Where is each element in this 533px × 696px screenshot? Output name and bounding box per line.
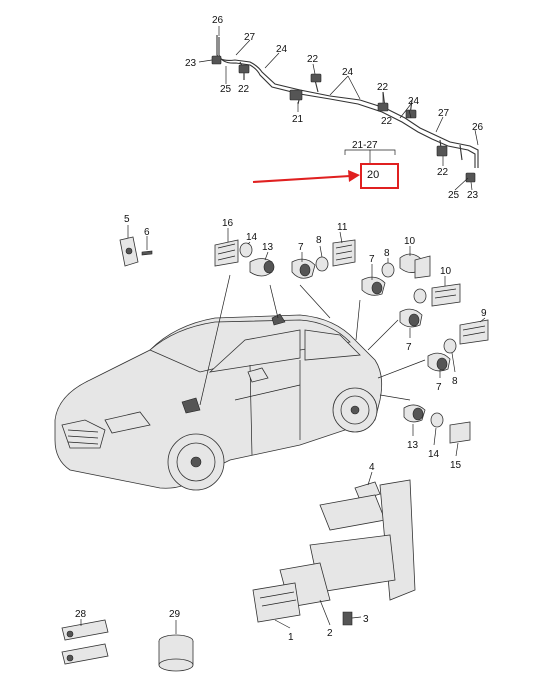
callout-21-27: 21-27 [352,140,378,151]
callout-24: 24 [408,96,420,107]
highlight-arrowhead [348,170,360,182]
callout-8: 8 [316,235,322,246]
callout-20: 20 [367,169,379,181]
callout-23: 23 [467,190,479,201]
callout-8: 8 [452,376,458,387]
callout-7: 7 [298,242,304,253]
small-parts [61,236,489,672]
callout-2: 2 [327,628,333,639]
callout-22: 22 [381,116,393,127]
callout-25: 25 [220,84,232,95]
callout-22: 22 [238,84,250,95]
callout-5: 5 [124,214,130,225]
callout-25: 25 [448,190,460,201]
car-leader-lines [199,274,426,406]
callout-3: 3 [363,614,369,625]
callout-8: 8 [384,248,390,259]
callout-27: 27 [438,108,450,119]
callout-26: 26 [212,15,224,26]
callout-labels: 26 27 23 25 22 24 22 24 22 21 22 24 27 2… [75,15,487,643]
callout-10: 10 [440,266,452,277]
highlight-box [360,163,399,189]
callout-29: 29 [169,609,181,620]
callout-24: 24 [276,44,288,55]
callout-27: 27 [244,32,256,43]
car-illustration [54,313,383,491]
callout-7: 7 [369,254,375,265]
callout-23: 23 [185,58,197,69]
callout-22: 22 [377,82,389,93]
callout-1: 1 [288,632,294,643]
callout-7: 7 [436,382,442,393]
highlight-group [252,163,399,189]
callout-6: 6 [144,227,150,238]
callout-13: 13 [262,242,274,253]
callout-14: 14 [246,232,258,243]
parts-leader-lines [80,225,486,634]
callout-26: 26 [472,122,484,133]
highlight-arrow [252,175,351,183]
callout-7: 7 [406,342,412,353]
callout-4: 4 [369,462,375,473]
harness-leader-lines [198,26,479,191]
callout-16: 16 [222,218,234,229]
wiring-harness [211,35,479,183]
callout-21: 21 [292,114,304,125]
callout-22: 22 [437,167,449,178]
callout-13: 13 [407,440,419,451]
callout-9: 9 [481,308,487,319]
callout-22: 22 [307,54,319,65]
callout-10: 10 [404,236,416,247]
callout-24: 24 [342,67,354,78]
callout-15: 15 [450,460,462,471]
callout-14: 14 [428,449,440,460]
callout-11: 11 [337,222,348,233]
callout-28: 28 [75,609,87,620]
